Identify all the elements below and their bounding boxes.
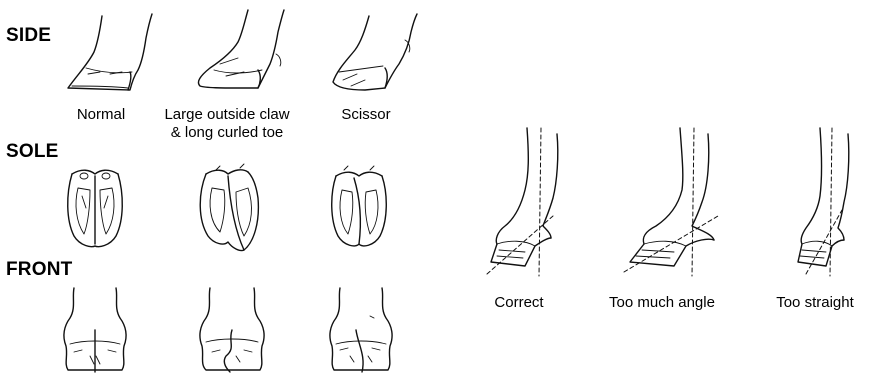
caption-scissor: Scissor	[330, 106, 402, 124]
caption-correct: Correct	[480, 294, 558, 312]
sole-scissor-illustration	[326, 164, 392, 250]
front-scissor-illustration	[326, 286, 396, 378]
front-large-claw-illustration	[196, 286, 268, 378]
caption-too-much-angle: Too much angle	[588, 294, 736, 312]
sole-large-claw-illustration	[196, 162, 266, 254]
row-label-side: SIDE	[6, 25, 51, 47]
sole-normal-illustration	[62, 164, 128, 250]
side-normal-illustration	[60, 8, 155, 96]
caption-large-outside-claw: Large outside claw & long curled toe	[144, 106, 310, 142]
caption-normal: Normal	[62, 106, 140, 124]
side-scissor-illustration	[325, 10, 420, 95]
side-large-claw-illustration	[192, 6, 292, 96]
row-label-sole: SOLE	[6, 141, 59, 163]
front-normal-illustration	[60, 286, 130, 378]
pastern-too-much-angle-illustration	[622, 126, 732, 276]
caption-too-straight: Too straight	[760, 294, 870, 312]
pastern-correct-illustration	[485, 126, 575, 276]
row-label-front: FRONT	[6, 259, 72, 281]
pastern-too-straight-illustration	[786, 126, 866, 276]
